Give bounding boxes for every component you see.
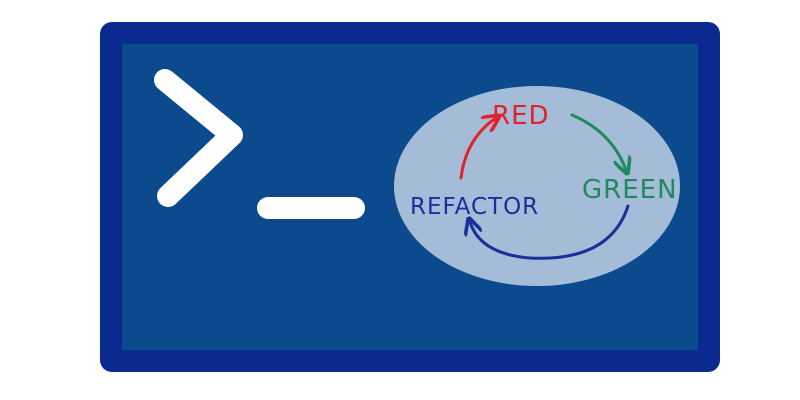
arrow-red-to-green — [570, 113, 626, 170]
arrow-green-to-refactor — [470, 204, 630, 260]
arrow-refactor-to-red — [459, 118, 496, 180]
chevron-right-icon — [154, 69, 243, 207]
refactor-label: REFACTOR — [410, 194, 539, 220]
green-label: GREEN — [582, 175, 678, 205]
red-label: RED — [492, 101, 550, 131]
